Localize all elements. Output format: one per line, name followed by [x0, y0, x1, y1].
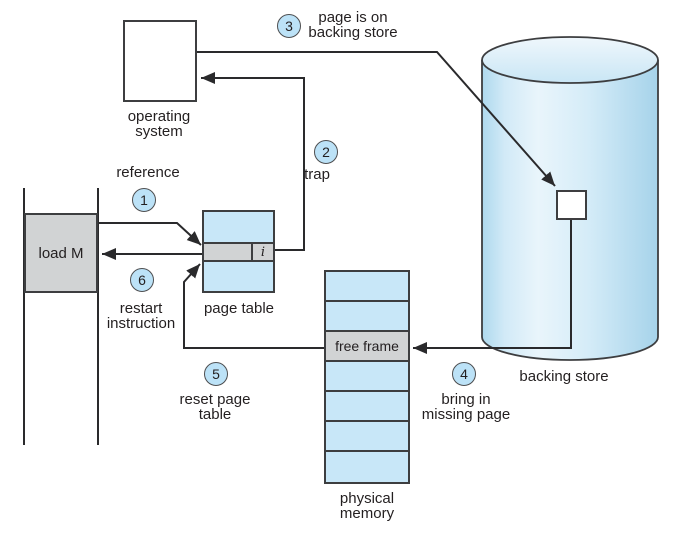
- page-table-row-top: [204, 212, 273, 244]
- arrow-bring-in-missing-page: [413, 220, 572, 354]
- memory-frame: [326, 362, 408, 392]
- memory-frame: [326, 272, 408, 302]
- bring-in-missing-page-label: bring in missing page: [422, 392, 510, 422]
- physical-memory-label: physical memory: [340, 491, 394, 521]
- reset-label-line2: table: [198, 406, 232, 423]
- step3-label-line1: page is on: [318, 9, 388, 26]
- step-number: 4: [460, 366, 468, 382]
- page-table-box: i: [202, 210, 275, 293]
- memory-frame: [326, 392, 408, 422]
- step-circle-6: 6: [130, 268, 154, 292]
- operating-system-label-line2: system: [135, 123, 183, 140]
- bring-in-label-line1: bring in: [441, 391, 491, 408]
- page-table-row-bottom: [204, 262, 273, 291]
- arrow-page-on-backing-store: [197, 51, 556, 187]
- step-number: 6: [138, 272, 146, 288]
- step-circle-5: 5: [204, 362, 228, 386]
- reset-page-table-label: reset page table: [180, 392, 251, 422]
- restart-label-line2: instruction: [106, 315, 176, 332]
- bring-in-label-line2: missing page: [421, 406, 511, 423]
- reset-label-line1: reset page: [179, 391, 251, 408]
- step-number: 1: [140, 192, 148, 208]
- step-circle-1: 1: [132, 188, 156, 212]
- page-table-label: page table: [203, 300, 275, 317]
- arrow-reference: [98, 222, 202, 246]
- operating-system-box: [123, 20, 197, 102]
- trap-label: trap: [304, 166, 330, 183]
- step3-label-line2: backing store: [308, 24, 398, 41]
- step-circle-4: 4: [452, 362, 476, 386]
- reference-label: reference: [116, 164, 180, 181]
- page-on-disk-square: [556, 190, 587, 220]
- physical-memory-label-line1: physical: [339, 490, 395, 507]
- load-m-box: load M: [24, 213, 98, 293]
- step-circle-2: 2: [314, 140, 338, 164]
- page-table-row-invalid: i: [204, 244, 273, 262]
- physical-memory-label-line2: memory: [339, 505, 395, 522]
- step-number: 5: [212, 366, 220, 382]
- backing-store-label: backing store: [519, 368, 609, 385]
- backing-store-cylinder-top: [481, 36, 659, 84]
- invalid-bit-label: i: [260, 244, 266, 260]
- memory-frame: [326, 302, 408, 332]
- operating-system-label: operating system: [128, 109, 191, 139]
- free-frame-row: free frame: [326, 332, 408, 362]
- physical-memory-box: free frame: [324, 270, 410, 484]
- invalid-bit-cell: i: [251, 244, 273, 260]
- operating-system-label-line1: operating: [127, 108, 191, 125]
- restart-label-line1: restart: [119, 300, 163, 317]
- restart-instruction-label: restart instruction: [107, 301, 175, 331]
- step-circle-3: 3: [277, 14, 301, 38]
- step3-label: page is on backing store: [308, 10, 397, 40]
- step-number: 3: [285, 18, 293, 34]
- memory-frame: [326, 452, 408, 482]
- step-number: 2: [322, 144, 330, 160]
- memory-frame: [326, 422, 408, 452]
- load-m-label: load M: [38, 244, 84, 262]
- free-frame-label: free frame: [335, 338, 399, 354]
